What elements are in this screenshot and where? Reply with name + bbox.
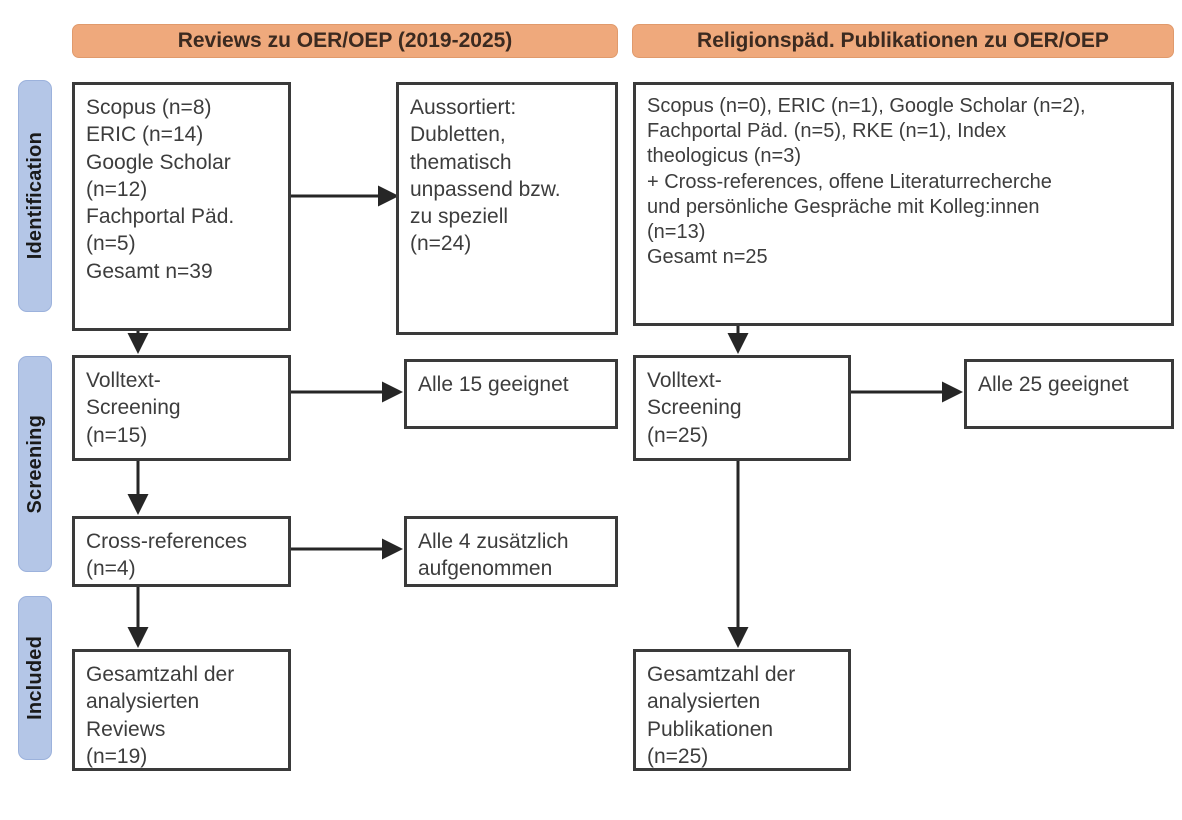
source-line: und persönliche Gespräche mit Kolleg:inn… <box>647 195 1040 218</box>
crossrefs-result-line: aufgenommen <box>418 557 553 581</box>
screening-line: Volltext- <box>86 369 161 392</box>
stage-label-included: Included <box>23 636 46 720</box>
included-line: Gesamtzahl der <box>647 663 796 686</box>
source-line: theologicus (n=3) <box>647 145 801 168</box>
included-line: Gesamtzahl der <box>86 663 235 686</box>
included-line: (n=19) <box>86 744 148 768</box>
stage-label-identification: Identification <box>23 132 46 260</box>
stage-bar-included: Included <box>18 596 52 760</box>
source-line: (n=5) <box>86 232 136 256</box>
excluded-line: thematisch <box>410 150 512 174</box>
source-line: Fachportal Päd. (n=5), RKE (n=1), Index <box>647 120 1007 143</box>
box-left-identification-sources: Scopus (n=8) ERIC (n=14) Google Scholar … <box>72 82 291 331</box>
source-line: (n=12) <box>86 177 148 201</box>
header-right-publications: Religionspäd. Publikationen zu OER/OEP <box>632 24 1174 58</box>
source-line: Google Scholar <box>86 150 231 174</box>
excluded-line: Dubletten, <box>410 123 506 147</box>
crossrefs-line: Cross-references <box>86 530 248 553</box>
source-line: Fachportal Päd. <box>86 205 235 229</box>
screening-line: (n=15) <box>86 423 148 447</box>
box-left-screening-result: Alle 15 geeignet <box>404 359 618 429</box>
screening-result-line: Alle 15 geeignet <box>418 373 569 396</box>
included-line: analysierten <box>647 690 761 714</box>
box-right-identification-sources: Scopus (n=0), ERIC (n=1), Google Scholar… <box>633 82 1174 326</box>
box-left-cross-references: Cross-references (n=4) <box>72 516 291 587</box>
box-left-excluded: Aussortiert: Dubletten, thematisch unpas… <box>396 82 618 335</box>
included-line: Publikationen <box>647 717 774 741</box>
source-line: ERIC (n=14) <box>86 123 204 147</box>
box-left-cross-references-result: Alle 4 zusätzlich aufgenommen <box>404 516 618 587</box>
stage-bar-identification: Identification <box>18 80 52 312</box>
screening-result-line: Alle 25 geeignet <box>978 373 1129 396</box>
source-line: Scopus (n=8) <box>86 96 212 119</box>
source-line: + Cross-references, offene Literaturrech… <box>647 170 1052 193</box>
box-left-included-total: Gesamtzahl der analysierten Reviews (n=1… <box>72 649 291 771</box>
excluded-line: (n=24) <box>410 232 472 256</box>
source-line: Gesamt n=25 <box>647 246 768 269</box>
screening-line: Screening <box>647 396 742 420</box>
included-line: analysierten <box>86 690 200 714</box>
screening-line: Volltext- <box>647 369 722 392</box>
excluded-line: Aussortiert: <box>410 96 517 119</box>
box-right-included-total: Gesamtzahl der analysierten Publikatione… <box>633 649 851 771</box>
excluded-line: unpassend bzw. <box>410 177 561 201</box>
box-right-fulltext-screening: Volltext- Screening (n=25) <box>633 355 851 461</box>
excluded-line: zu speziell <box>410 205 509 229</box>
screening-line: (n=25) <box>647 423 709 447</box>
source-line: Gesamt n=39 <box>86 259 213 283</box>
included-line: (n=25) <box>647 744 709 768</box>
stage-label-screening: Screening <box>23 414 46 514</box>
source-line: (n=13) <box>647 220 706 243</box>
header-left-reviews: Reviews zu OER/OEP (2019-2025) <box>72 24 618 58</box>
box-left-fulltext-screening: Volltext- Screening (n=15) <box>72 355 291 461</box>
screening-line: Screening <box>86 396 181 420</box>
box-right-screening-result: Alle 25 geeignet <box>964 359 1174 429</box>
stage-bar-screening: Screening <box>18 356 52 572</box>
included-line: Reviews <box>86 717 166 741</box>
crossrefs-line: (n=4) <box>86 557 136 581</box>
source-line: Scopus (n=0), ERIC (n=1), Google Scholar… <box>647 95 1086 117</box>
crossrefs-result-line: Alle 4 zusätzlich <box>418 530 569 553</box>
